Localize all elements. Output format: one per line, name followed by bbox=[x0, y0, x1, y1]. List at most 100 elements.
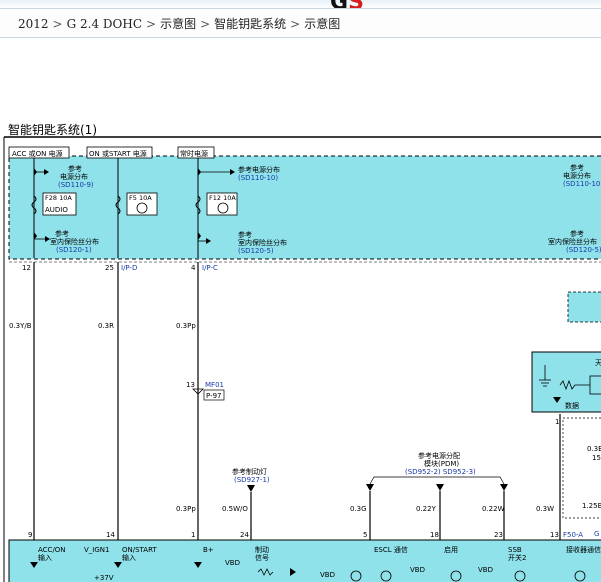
label-box-always bbox=[177, 146, 215, 159]
fuse-f28-name: F28 10A bbox=[45, 194, 72, 202]
pin-18: 18 bbox=[430, 531, 439, 539]
wire-label-g: 0.3G bbox=[350, 505, 367, 513]
label-acc-on: ACC 或ON 电源 bbox=[12, 149, 63, 158]
conn-ip-d[interactable]: I/P-D bbox=[121, 264, 137, 272]
ref-brake-code[interactable]: (SD927-1) bbox=[234, 476, 270, 484]
header-strip bbox=[0, 0, 601, 8]
arrow-icon bbox=[198, 232, 201, 240]
pin-13: 13 bbox=[550, 531, 559, 539]
ref-mid-jb-a: 参考 bbox=[238, 230, 252, 239]
arrow-down-icon bbox=[553, 397, 561, 403]
fuse-f12-name: F12 10A bbox=[209, 194, 236, 202]
module-vbd-2: VBD bbox=[320, 571, 335, 579]
right-component-module bbox=[531, 351, 601, 413]
fuse-f5-name: F5 10A bbox=[129, 194, 152, 202]
top-bar: GS 2012>G 2.4 DOHC>示意图>智能钥匙系统>示意图 bbox=[0, 0, 601, 40]
right-g-label: G bbox=[594, 530, 599, 538]
module-plus37: +37V bbox=[94, 574, 114, 582]
diagram-title: 智能钥匙系统(1) bbox=[8, 123, 97, 137]
ref-left-power-a: 参考 bbox=[68, 164, 82, 173]
right-data-label: 数据 bbox=[565, 401, 579, 410]
fuse-f12-box bbox=[206, 192, 238, 216]
label-box-acc bbox=[8, 146, 70, 159]
fuse-f28-label: AUDIO bbox=[45, 206, 68, 214]
label-on-start: ON 或START 电源 bbox=[89, 149, 147, 158]
ref-right-jb-b: 室内保险丝分布 bbox=[548, 237, 597, 246]
ref-right-jb-code[interactable]: (SD120-5) bbox=[566, 246, 601, 254]
chevron-right-icon: > bbox=[200, 17, 211, 31]
ref-left-jb-a: 参考 bbox=[55, 229, 69, 238]
fuse-f28-box bbox=[42, 192, 77, 216]
wire-label-y: 0.22Y bbox=[416, 505, 437, 513]
module-on-start-b: 输入 bbox=[122, 553, 136, 562]
module-escl: ESCL 通信 bbox=[374, 545, 408, 554]
ref-left-jb-code[interactable]: (SD120-1) bbox=[56, 246, 92, 254]
diode-icon bbox=[194, 562, 202, 568]
ref-pdm-code[interactable]: (SD952-2) SD952-3) bbox=[405, 468, 476, 476]
chevron-right-icon: > bbox=[290, 17, 301, 31]
pdm-bracket bbox=[369, 476, 505, 485]
arrow-down-icon bbox=[366, 484, 374, 491]
resistor-icon bbox=[559, 379, 590, 391]
mf01-name[interactable]: MF01 bbox=[205, 381, 224, 389]
ref-mid-jb-b: 室内保险丝分布 bbox=[238, 238, 287, 247]
right-component-top bbox=[567, 291, 601, 323]
transistor-icon bbox=[450, 570, 462, 582]
fuse-f5-link bbox=[115, 195, 121, 215]
arrow-down-icon bbox=[247, 485, 255, 492]
module-acc-on-b: 输入 bbox=[38, 553, 52, 562]
module-vbd-3: VBD bbox=[410, 566, 425, 574]
breadcrumb-item-system[interactable]: 智能钥匙系统 bbox=[214, 17, 287, 31]
pin-25: 25 bbox=[105, 264, 114, 272]
right-pin-15: 15 bbox=[592, 454, 601, 462]
conn-ip-c[interactable]: I/P-C bbox=[202, 264, 218, 272]
module-acc-on-a: ACC/ON bbox=[38, 546, 66, 554]
module-ssb-a: SSB bbox=[508, 546, 522, 554]
resistor-icon bbox=[257, 568, 274, 576]
module-on-start-a: ON/START bbox=[122, 546, 157, 554]
wire-label-w: 0.22W bbox=[482, 505, 505, 513]
pin-14: 14 bbox=[106, 531, 115, 539]
ic-icon bbox=[589, 375, 601, 395]
ref-mid-jb-code[interactable]: (SD120-5) bbox=[238, 247, 274, 255]
pin-4: 4 bbox=[191, 264, 196, 272]
wire-label-r: 0.3R bbox=[98, 322, 114, 330]
arrow-icon bbox=[44, 169, 49, 175]
conn-f50-a[interactable]: F50-A bbox=[563, 531, 583, 539]
ref-pdm-a: 参考电源分配 bbox=[418, 451, 460, 460]
ref-right-power-code[interactable]: (SD110-10) bbox=[563, 180, 601, 188]
ref-mid-power: 参考电源分布 bbox=[238, 165, 280, 174]
right-wire-125b: 1.25B bbox=[582, 502, 601, 510]
ref-left-power-code[interactable]: (SD110-9) bbox=[58, 181, 94, 189]
ref-right-jb-a: 参考 bbox=[570, 229, 584, 238]
breadcrumb-item-engine[interactable]: G 2.4 DOHC bbox=[66, 17, 143, 31]
ref-pdm-b: 模块(PDM) bbox=[424, 459, 459, 468]
mf01-pin: 13 bbox=[186, 381, 195, 389]
ref-mid-power-code[interactable]: (SD110-10) bbox=[238, 174, 278, 182]
module-vbd-1: VBD bbox=[225, 559, 240, 567]
module-brake-a: 制动 bbox=[255, 545, 269, 554]
chevron-right-icon: > bbox=[52, 17, 63, 31]
wire-label-pp-1: 0.3Pp bbox=[176, 322, 196, 330]
pin-12: 12 bbox=[22, 264, 31, 272]
breadcrumb-item-category[interactable]: 示意图 bbox=[160, 17, 197, 31]
fuse-f28-icon bbox=[31, 195, 37, 215]
fuse-f12-icon bbox=[217, 202, 229, 214]
transistor-icon bbox=[574, 570, 586, 582]
module-brake-b: 信号 bbox=[255, 553, 269, 562]
right-pin-1: 1 bbox=[555, 418, 559, 426]
module-ssb-b: 开关2 bbox=[508, 553, 526, 562]
mf01-sub: P-97 bbox=[206, 392, 222, 400]
arrow-icon bbox=[45, 236, 50, 242]
smart-key-module bbox=[8, 539, 601, 582]
ref-brake: 参考制动灯 bbox=[232, 467, 267, 476]
diode-icon bbox=[114, 562, 122, 568]
module-start: 启用 bbox=[444, 545, 458, 554]
wire-label-w-o: 0.5W/O bbox=[222, 505, 248, 513]
breadcrumb-item-current: 示意图 bbox=[304, 17, 341, 31]
ref-left-jb-b: 室内保险丝分布 bbox=[50, 237, 99, 246]
breadcrumb: 2012>G 2.4 DOHC>示意图>智能钥匙系统>示意图 bbox=[0, 8, 601, 38]
arrow-icon bbox=[34, 232, 37, 240]
fuse-f5-box bbox=[126, 192, 158, 216]
breadcrumb-item-year[interactable]: 2012 bbox=[18, 17, 49, 31]
